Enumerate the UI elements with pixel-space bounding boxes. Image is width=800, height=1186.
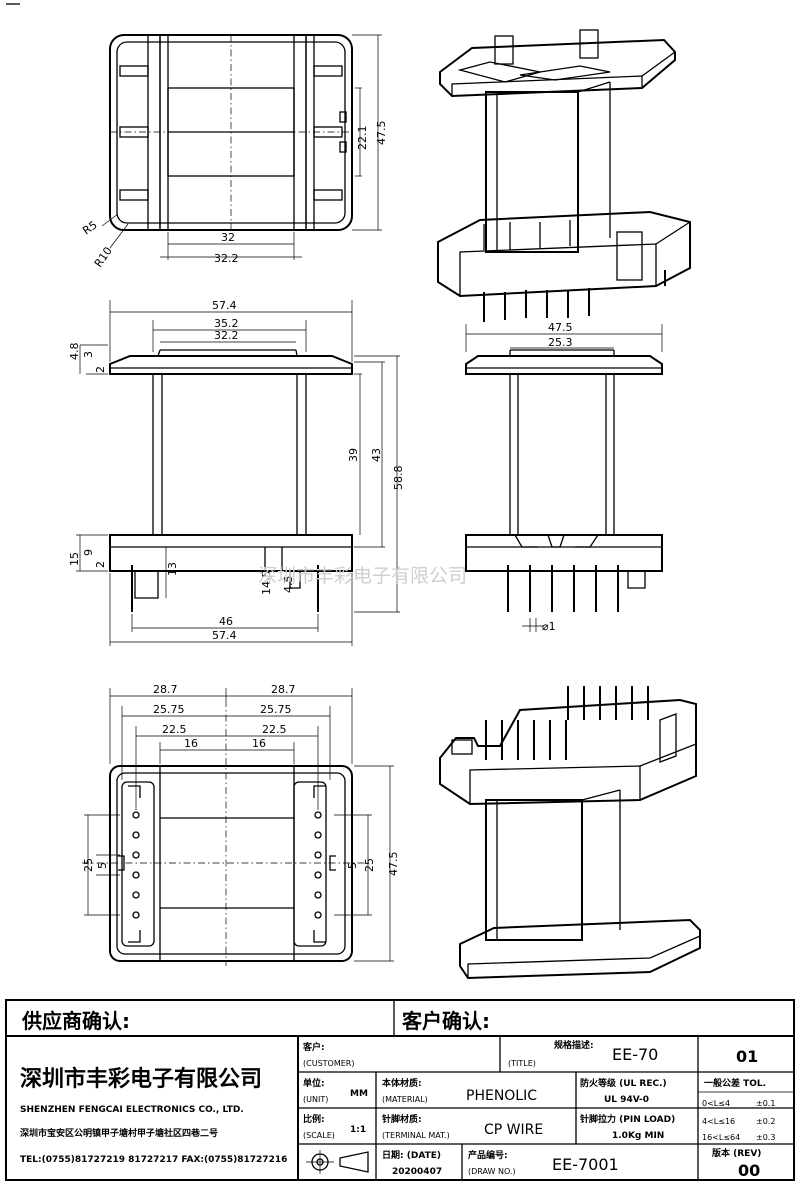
top-view: 22.1 47.5 32 32.2 R5 R10 bbox=[80, 34, 388, 270]
title-block: 供应商确认: 客户确认: 深圳市丰彩电子有限公司 SHENZHEN FENGCA… bbox=[5, 999, 795, 1181]
sheet-number: 01 bbox=[736, 1047, 758, 1066]
dim-label: 13 bbox=[166, 562, 179, 576]
watermark: 深圳市丰彩电子有限公司 bbox=[258, 565, 467, 587]
dim-label: 22.5 bbox=[262, 723, 287, 736]
dim-label: 57.4 bbox=[212, 299, 237, 312]
pin-load-label: 针脚拉力 (PIN LOAD) bbox=[580, 1113, 675, 1125]
dim-label: 47.5 bbox=[548, 321, 573, 334]
dim-label: 22.5 bbox=[162, 723, 187, 736]
dim-label: 43 bbox=[370, 448, 383, 462]
dim-label: 25.75 bbox=[153, 703, 185, 716]
dim-label: 28.7 bbox=[153, 683, 178, 696]
dim-label: 39 bbox=[347, 448, 360, 462]
dim-label: 3 bbox=[82, 351, 95, 358]
dim-label: 2 bbox=[94, 561, 107, 568]
dim-label: 4.8 bbox=[68, 343, 81, 361]
title-label: 规格描述: bbox=[554, 1039, 594, 1051]
dim-label: 4.5 bbox=[282, 576, 295, 594]
tolerance-value: ±0.1 bbox=[756, 1099, 775, 1108]
company-contact: TEL:(0755)81727219 81727217 FAX:(0755)81… bbox=[20, 1155, 287, 1165]
dim-label: 28.7 bbox=[271, 683, 296, 696]
flame-label: 防火等级 (UL REC.) bbox=[580, 1077, 667, 1089]
draw-no-value: EE-7001 bbox=[552, 1155, 619, 1174]
scale-value: 1:1 bbox=[350, 1125, 366, 1135]
dim-label: 25 bbox=[363, 858, 376, 872]
dim-label: 5 bbox=[96, 862, 109, 869]
flame-value: UL 94V-0 bbox=[604, 1095, 649, 1105]
scale-label: 比例: bbox=[303, 1113, 325, 1125]
dim-label: 47.5 bbox=[375, 121, 388, 146]
supplier-confirm: 供应商确认: bbox=[21, 1009, 130, 1033]
terminal-label: 针脚材质: bbox=[382, 1113, 422, 1125]
dim-label: 16 bbox=[252, 737, 266, 750]
company-name-en: SHENZHEN FENGCAI ELECTRONICS CO., LTD. bbox=[20, 1105, 244, 1115]
material-label: 本体材质: bbox=[382, 1077, 422, 1089]
scale-label-en: (SCALE) bbox=[303, 1131, 335, 1140]
unit-label: 单位: bbox=[303, 1077, 325, 1089]
tolerance-range: 4<L≤16 bbox=[702, 1117, 735, 1126]
terminal-label-en: (TERMINAL MAT.) bbox=[382, 1131, 450, 1140]
tolerance-range: 0<L≤4 bbox=[702, 1099, 730, 1108]
side-view: 47.5 25.3 ⌀1 bbox=[465, 321, 663, 633]
dim-label: 16 bbox=[184, 737, 198, 750]
dim-label: 15 bbox=[68, 552, 81, 566]
unit-value: MM bbox=[350, 1089, 368, 1099]
dim-label: 25.75 bbox=[260, 703, 292, 716]
dim-label: 9 bbox=[82, 549, 95, 556]
tolerance-range: 16<L≤64 bbox=[702, 1133, 740, 1142]
material-value: PHENOLIC bbox=[466, 1088, 537, 1104]
isometric-view-bottom bbox=[439, 686, 701, 980]
date-label: 日期: (DATE) bbox=[382, 1149, 441, 1161]
material-label-en: (MATERIAL) bbox=[382, 1095, 428, 1104]
bottom-view: 28.7 28.7 25.75 25.75 22.5 22.5 16 16 25… bbox=[82, 683, 400, 966]
dim-label: 25.3 bbox=[548, 336, 573, 349]
dim-label: 35.2 bbox=[214, 317, 239, 330]
dim-label: 32.2 bbox=[214, 329, 239, 342]
company-address: 深圳市宝安区公明镇甲子塘村甲子塘社区四巷二号 bbox=[20, 1127, 218, 1139]
tolerance-value: ±0.3 bbox=[756, 1133, 775, 1142]
dim-label: ⌀1 bbox=[542, 620, 556, 633]
pin-load-value: 1.0Kg MIN bbox=[612, 1131, 664, 1141]
dim-label: 2 bbox=[94, 366, 107, 373]
title-value: EE-70 bbox=[612, 1045, 658, 1064]
front-view: 57.4 35.2 32.2 4.8 3 2 39 43 58.8 15 9 2 bbox=[68, 299, 405, 646]
revision-value: 00 bbox=[738, 1161, 760, 1180]
tolerance-title: 一般公差 TOL. bbox=[704, 1077, 766, 1089]
terminal-value: CP WIRE bbox=[484, 1122, 543, 1138]
revision-label: 版本 (REV) bbox=[711, 1147, 761, 1159]
dim-label: 5 bbox=[346, 862, 359, 869]
dim-label: R10 bbox=[92, 245, 115, 270]
isometric-view-top bbox=[437, 29, 691, 322]
customer-label: 客户: bbox=[302, 1041, 325, 1053]
dim-label: 46 bbox=[219, 615, 233, 628]
tolerance-value: ±0.2 bbox=[756, 1117, 775, 1126]
dim-label: 32.2 bbox=[214, 252, 239, 265]
unit-label-en: (UNIT) bbox=[303, 1095, 328, 1104]
dim-label: 32 bbox=[221, 231, 235, 244]
dim-label: 57.4 bbox=[212, 629, 237, 642]
draw-no-label: 产品编号: bbox=[468, 1149, 508, 1161]
draw-no-label-en: (DRAW NO.) bbox=[468, 1167, 516, 1176]
customer-label-en: (CUSTOMER) bbox=[303, 1059, 354, 1068]
dim-label: 47.5 bbox=[387, 852, 400, 877]
dim-label: 14.5 bbox=[260, 571, 273, 596]
dim-label: 58.8 bbox=[392, 466, 405, 491]
title-label-en: (TITLE) bbox=[508, 1059, 536, 1068]
dim-label: 22.1 bbox=[356, 126, 369, 151]
company-name-cn: 深圳市丰彩电子有限公司 bbox=[20, 1066, 262, 1092]
customer-confirm: 客户确认: bbox=[401, 1009, 490, 1033]
date-value: 20200407 bbox=[392, 1167, 442, 1177]
dim-label: R5 bbox=[80, 218, 99, 237]
dim-label: 25 bbox=[82, 858, 95, 872]
